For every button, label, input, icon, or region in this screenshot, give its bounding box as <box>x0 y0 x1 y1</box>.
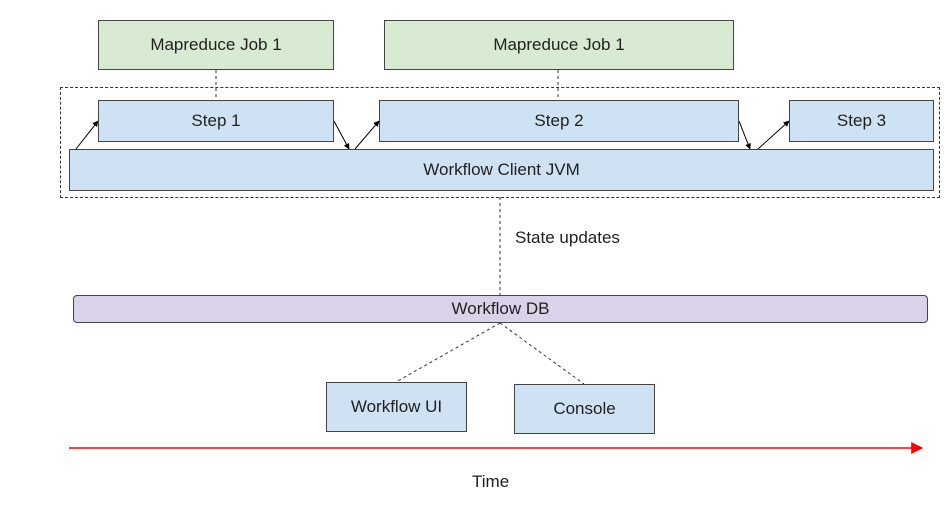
db-to-console-connector <box>499 322 585 385</box>
step1-to-client-arrow <box>333 120 350 150</box>
workflow-db-bar: Workflow DB <box>73 295 928 323</box>
state-updates-label: State updates <box>515 228 620 247</box>
step-3-box: Step 3 <box>789 100 934 142</box>
client-to-step1-arrow <box>75 120 99 150</box>
mapreduce-job-2-box: Mapreduce Job 1 <box>384 20 734 70</box>
client-to-step2-arrow <box>354 120 380 150</box>
step-2-box: Step 2 <box>379 100 739 142</box>
time-label: Time <box>472 472 510 491</box>
workflow-client-jvm-bar: Workflow Client JVM <box>69 149 934 191</box>
workflow-ui-box: Workflow UI <box>326 382 467 432</box>
client-jvm-group <box>60 87 940 198</box>
mapreduce-job-1-box: Mapreduce Job 1 <box>98 20 334 70</box>
step2-to-client-arrow <box>738 120 751 150</box>
console-box: Console <box>514 384 655 434</box>
step-1-box: Step 1 <box>98 100 334 142</box>
client-to-step3-arrow <box>757 120 790 150</box>
db-to-ui-connector <box>395 322 501 383</box>
